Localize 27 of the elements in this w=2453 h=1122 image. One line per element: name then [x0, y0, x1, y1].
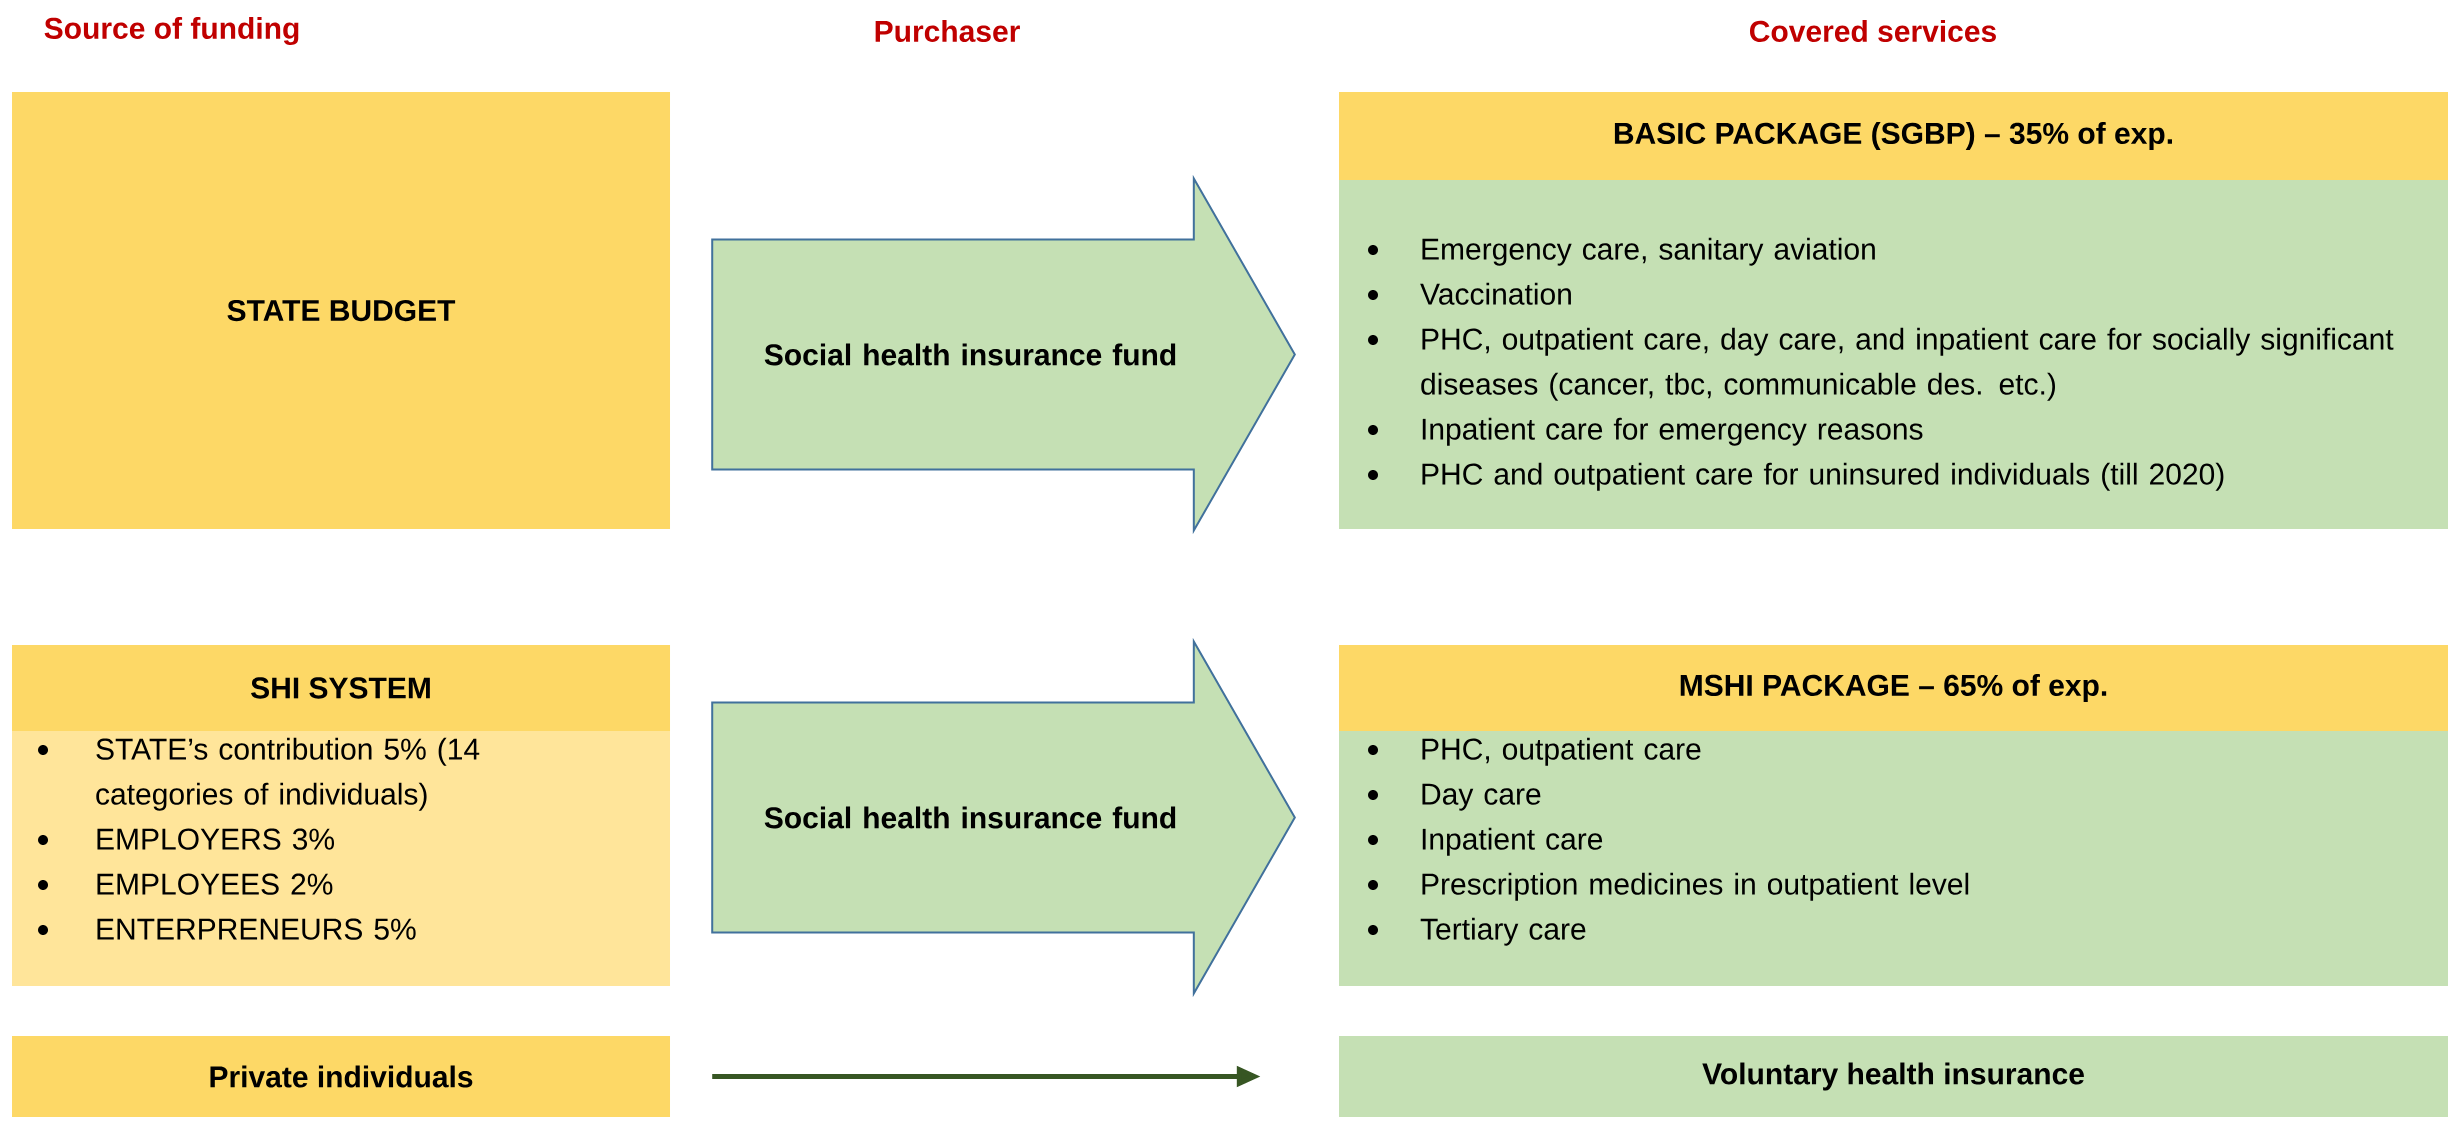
edge-label: Social health insurance fund [764, 806, 1176, 829]
edge-label: Social health insurance fund [764, 343, 1176, 366]
funding-box: Private individuals [12, 1036, 670, 1117]
header-text: BASIC PACKAGE (SGBP) – 35% of exp. [1614, 122, 2172, 150]
bullet-item: PHC, outpatient care [1368, 737, 1701, 766]
header-text: SHI SYSTEM [251, 677, 430, 699]
funding-box: Voluntary health insurance [1339, 1036, 2448, 1117]
bullet-item: PHC, outpatient care, day care, and inpatient care for socially significant diseases (cancer, tbc, communicable des. etc.) [1368, 327, 2394, 401]
bullet-item: EMPLOYEES 2% [38, 873, 333, 895]
bullet-item: Vaccination [1368, 282, 1571, 305]
header-text: MSHI PACKAGE – 65% of exp. [1680, 674, 2107, 702]
bullet-item: Day care [1368, 783, 1541, 811]
bullet-item: EMPLOYERS 3% [38, 828, 334, 850]
bullet-item: Emergency care, sanitary aviation [1368, 237, 1875, 266]
column-heading: Purchaser [875, 20, 1020, 42]
bullet-item: Tertiary care [1368, 917, 1586, 946]
funding-box: STATE BUDGET [12, 92, 670, 529]
bullet-item: Inpatient care for emergency reasons [1368, 417, 1923, 446]
bullet-item: Inpatient care [1368, 827, 1603, 856]
bullet-item: STATE’s contribution 5% (14 categories of individuals) [38, 737, 480, 811]
column-heading: Covered services [1750, 20, 1996, 42]
block-arrow [711, 174, 1296, 535]
column-heading: Source of funding [44, 16, 299, 46]
bullet-item: ENTERPRENEURS 5% [38, 918, 416, 940]
bullet-item: PHC and outpatient care for uninsured individuals (till 2020) [1368, 462, 2224, 491]
block-arrow [711, 637, 1296, 998]
bullet-item: Prescription medicines in outpatient level [1368, 872, 1969, 901]
